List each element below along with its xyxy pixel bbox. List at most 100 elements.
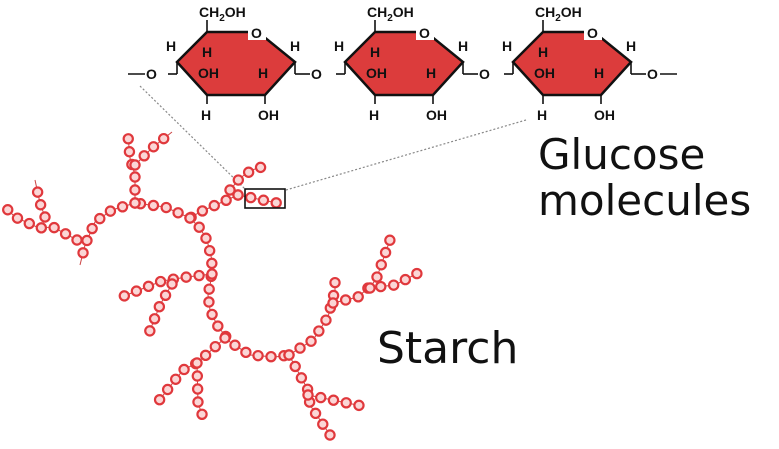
- hexagon-ring: [511, 30, 633, 97]
- glucose-bead: [138, 150, 150, 162]
- oxygen-gap: [248, 24, 266, 40]
- glucose-bead: [329, 276, 341, 289]
- glucose-bead: [35, 222, 48, 234]
- h-upper-left-label: H: [166, 38, 176, 54]
- glucose-bead: [129, 197, 141, 209]
- glucose-bead: [59, 228, 72, 240]
- glucose-bead: [142, 280, 155, 293]
- glucose-bead: [289, 360, 301, 373]
- glucose-bead: [399, 273, 412, 286]
- h-bottom-label: H: [369, 107, 379, 123]
- glucose-bead: [191, 383, 204, 395]
- oh-inner-label: OH: [366, 65, 387, 81]
- glucose-bead: [339, 294, 352, 306]
- glucose-bead: [254, 161, 267, 174]
- oh-bottom-label: OH: [594, 107, 615, 123]
- glucose-bead: [123, 146, 136, 158]
- h-bottom-label: H: [537, 107, 547, 123]
- linker-oxygen: O: [479, 66, 490, 82]
- glucose-bead: [200, 232, 212, 244]
- callout-line-left: [139, 85, 247, 191]
- linker-oxygen: O: [146, 66, 157, 82]
- glucose-bead: [324, 429, 336, 441]
- glucose-bead: [224, 184, 236, 196]
- glucose-bead: [86, 222, 98, 235]
- ring-oxygen-label: O: [251, 25, 262, 41]
- oh-inner-label: OH: [198, 65, 219, 81]
- glucose-bead: [77, 247, 89, 259]
- h-inner-right-label: H: [258, 65, 268, 81]
- glucose-bead: [265, 350, 277, 363]
- glucose-bead: [153, 394, 166, 406]
- glucose-bead: [242, 166, 255, 178]
- glucose-bead: [327, 297, 339, 309]
- glucose-molecules-label: Glucose molecules: [538, 132, 751, 224]
- h-upper-left-label: H: [502, 38, 512, 54]
- glucose-bead: [315, 391, 327, 404]
- glucose-bead: [34, 199, 47, 211]
- glucose-bead: [159, 289, 172, 301]
- ring-oxygen-label: O: [419, 25, 430, 41]
- oh-inner-label: OH: [534, 65, 555, 81]
- glucose-bead: [23, 217, 36, 230]
- glucose-bead: [313, 325, 325, 337]
- glycosidic-link: [34, 179, 46, 218]
- glucose-bead: [379, 246, 392, 259]
- glucose-bead: [48, 221, 60, 234]
- glucose-bead: [270, 197, 282, 209]
- glucose-bead: [371, 271, 383, 283]
- glucose-bead: [232, 189, 244, 201]
- oxygen-gap: [584, 24, 602, 40]
- glucose-bead: [172, 207, 184, 219]
- glucose-bead: [206, 308, 218, 321]
- glucose-bead: [375, 259, 387, 271]
- h-bottom-label: H: [201, 107, 211, 123]
- glucose-bead: [302, 389, 314, 401]
- glucose-bead: [387, 279, 400, 291]
- glucose-bead: [11, 212, 24, 224]
- h-upper-right-label: H: [458, 38, 468, 54]
- glucose-bead: [193, 221, 205, 233]
- glucose-bead: [154, 275, 167, 288]
- glucose-bead: [166, 278, 178, 290]
- glucose-bead: [2, 204, 14, 216]
- ring-oxygen-label: O: [587, 25, 598, 41]
- glucose-bead: [364, 282, 376, 294]
- glucose-bead: [81, 234, 93, 247]
- glucose-bead: [39, 211, 51, 223]
- glucose-bead: [184, 212, 196, 224]
- glucose-bead: [283, 349, 295, 361]
- glucose-bead: [122, 133, 134, 145]
- glucose-bead: [116, 201, 129, 213]
- glucose-bead: [199, 349, 212, 362]
- glucose-bead: [209, 340, 222, 353]
- glucose-bead: [305, 335, 317, 347]
- h-inner-right-label: H: [594, 65, 604, 81]
- glucose-bead: [219, 332, 231, 344]
- h-upper-right-label: H: [626, 38, 636, 54]
- zoom-callout-lines: [139, 85, 527, 191]
- glucose-bead: [208, 199, 220, 212]
- glucose-bead: [148, 313, 161, 325]
- glucose-bead: [191, 357, 203, 369]
- glucose-bead: [203, 244, 216, 257]
- glucose-bead: [147, 199, 160, 212]
- h-inner-top-label: H: [538, 44, 548, 60]
- linker-oxygen: O: [647, 66, 658, 82]
- glucose-bead: [196, 408, 208, 420]
- glucose-bead: [160, 201, 172, 214]
- linker-oxygen: O: [311, 66, 322, 82]
- glucose-bead: [144, 325, 156, 337]
- glucose-bead: [352, 291, 364, 303]
- glucose-bead: [384, 234, 396, 246]
- hexagon-ring: [175, 30, 297, 97]
- glucose-bead: [180, 271, 192, 283]
- glucose-bead: [147, 141, 160, 153]
- glucose-bead: [196, 205, 209, 217]
- h-inner-right-label: H: [426, 65, 436, 81]
- glucose-bead: [193, 269, 205, 282]
- ch2oh-label: CH2OH: [367, 4, 414, 24]
